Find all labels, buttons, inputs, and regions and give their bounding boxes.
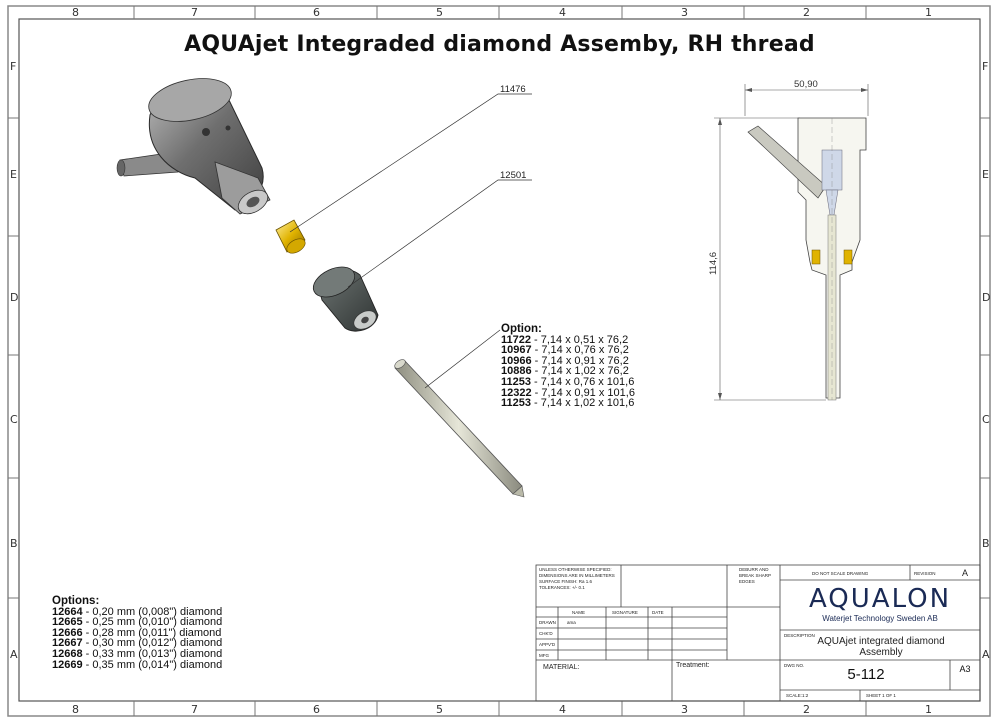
diamond-insert-part [275, 219, 306, 254]
zone-col-3-bottom: 3 [681, 703, 688, 716]
tb-col-date: DATE [652, 610, 664, 615]
callout-part-a: 11476 [500, 84, 526, 95]
tb-deburr-2: BREAK SHARP [739, 573, 772, 578]
tb-title-label: DESCRIPTION [784, 633, 815, 638]
tb-deburr-1: DEBURR AND [739, 567, 769, 572]
tb-row-mfg: MFG [539, 653, 549, 658]
diamond-option: 12664 - 0,20 mm (0,008") diamond [52, 605, 223, 618]
focus-tube-option-heading: Option: [501, 323, 542, 335]
focus-tube-option: 11253 - 7,14 x 1,02 x 101,6 [501, 397, 635, 410]
tb-row-apprvd: APPV'D [539, 642, 556, 647]
tb-scale: SCALE:1:2 [786, 693, 809, 698]
focus-tube-option: 10966 - 7,14 x 0,91 x 76,2 [501, 354, 629, 367]
diamond-option-heading: Options: [52, 595, 100, 607]
zone-col-1: 1 [925, 6, 932, 19]
tb-notes-line2: DIMENSIONS ARE IN MILLIMETERS [539, 573, 615, 578]
zone-row-c: C [10, 413, 18, 426]
zone-col-6: 6 [313, 6, 320, 19]
zone-col-1-bottom: 1 [925, 703, 932, 716]
tb-revision: A [962, 568, 969, 578]
zone-row-b: B [10, 537, 18, 550]
zone-col-2: 2 [803, 6, 810, 19]
zone-col-2-bottom: 2 [803, 703, 810, 716]
diamond-option: 12669 - 0,35 mm (0,014") diamond [52, 658, 223, 671]
company-logo: AQUALON [808, 584, 952, 614]
company-subtitle: Waterjet Technology Sweden AB [822, 614, 938, 623]
diamond-option: 12666 - 0,28 mm (0,011") diamond [52, 626, 222, 639]
tb-col-signature: SIGNATURE [612, 610, 638, 615]
zone-col-8: 8 [72, 6, 79, 19]
zone-row-a-right: A [982, 648, 990, 661]
tb-col-name: NAME [572, 610, 586, 615]
tb-material-label: MATERIAL: [543, 664, 580, 671]
tb-notes-line4: TOLERANCES: +/- 0.1 [539, 585, 585, 590]
focus-tube-option: 11722 - 7,14 x 0,51 x 76,2 [501, 333, 629, 346]
tb-drawn-name: ama [567, 620, 576, 625]
zone-row-f-right: F [982, 60, 989, 73]
drawing-title: AQUAjet Integraded diamond Assemby, RH t… [184, 32, 815, 57]
focus-tube-option: 12322 - 7,14 x 0,91 x 101,6 [501, 386, 635, 399]
drawing-number: 5-112 [847, 666, 885, 683]
tb-deburr-3: EDGES [739, 579, 755, 584]
nozzle-body-part [116, 78, 271, 215]
zone-col-5-bottom: 5 [436, 703, 443, 716]
tb-no-scale: DO NOT SCALE DRAWING [812, 571, 869, 576]
tb-sheet: SHEET 1 OF 1 [866, 693, 896, 698]
focus-tube-option: 10886 - 7,14 x 1,02 x 76,2 [501, 365, 629, 378]
focusing-tube-part [394, 359, 525, 498]
zone-row-b-right: B [982, 537, 990, 550]
dimension-width: 50,90 [794, 79, 818, 90]
zone-col-8-bottom: 8 [72, 703, 79, 716]
lock-nut-part [312, 266, 379, 332]
zone-col-3: 3 [681, 6, 688, 19]
diamond-option: 12667 - 0,30 mm (0,012") diamond [52, 637, 223, 650]
zone-row-d: D [10, 291, 19, 304]
tb-notes-line1: UNLESS OTHERWISE SPECIFIED: [539, 567, 612, 572]
callout-part-b: 12501 [500, 170, 527, 181]
diamond-option: 12668 - 0,33 mm (0,013") diamond [52, 647, 223, 660]
tb-dwg-label: DWG NO. [784, 663, 805, 668]
tb-row-drawn: DRAWN [539, 620, 556, 625]
zone-row-e-right: E [982, 168, 989, 181]
focus-tube-option: 11253 - 7,14 x 0,76 x 101,6 [501, 375, 635, 388]
tb-desc-line1: AQUAjet integrated diamond [817, 636, 945, 647]
tb-treatment-label: Treatment: [676, 662, 710, 669]
tb-description: AQUAjet integrated diamond Assembly [782, 636, 980, 658]
focus-tube-option: 10967 - 7,14 x 0,76 x 76,2 [501, 344, 629, 357]
zone-col-7: 7 [191, 6, 198, 19]
zone-col-4: 4 [559, 6, 566, 19]
zone-col-7-bottom: 7 [191, 703, 198, 716]
zone-row-d-right: D [982, 291, 991, 304]
diamond-option: 12665 - 0,25 mm (0,010") diamond [52, 616, 223, 629]
zone-row-e: E [10, 168, 17, 181]
zone-row-c-right: C [982, 413, 990, 426]
sheet-size: A3 [959, 664, 971, 674]
zone-col-4-bottom: 4 [559, 703, 566, 716]
tb-notes-line3: SURFACE FINISH: Ra 1.6 [539, 579, 593, 584]
focus-tube-option-list: Option: 11722 - 7,14 x 0,51 x 76,2 10967… [501, 323, 635, 410]
diamond-option-list: Options: 12664 - 0,20 mm (0,008") diamon… [52, 595, 223, 671]
zone-row-a: A [10, 648, 18, 661]
tb-row-chkd: CHK'D [539, 631, 553, 636]
zone-col-5: 5 [436, 6, 443, 19]
zone-row-f: F [10, 60, 17, 73]
tb-revision-label: REVISION [914, 571, 936, 576]
tb-desc-line2: Assembly [859, 647, 903, 658]
zone-col-6-bottom: 6 [313, 703, 320, 716]
